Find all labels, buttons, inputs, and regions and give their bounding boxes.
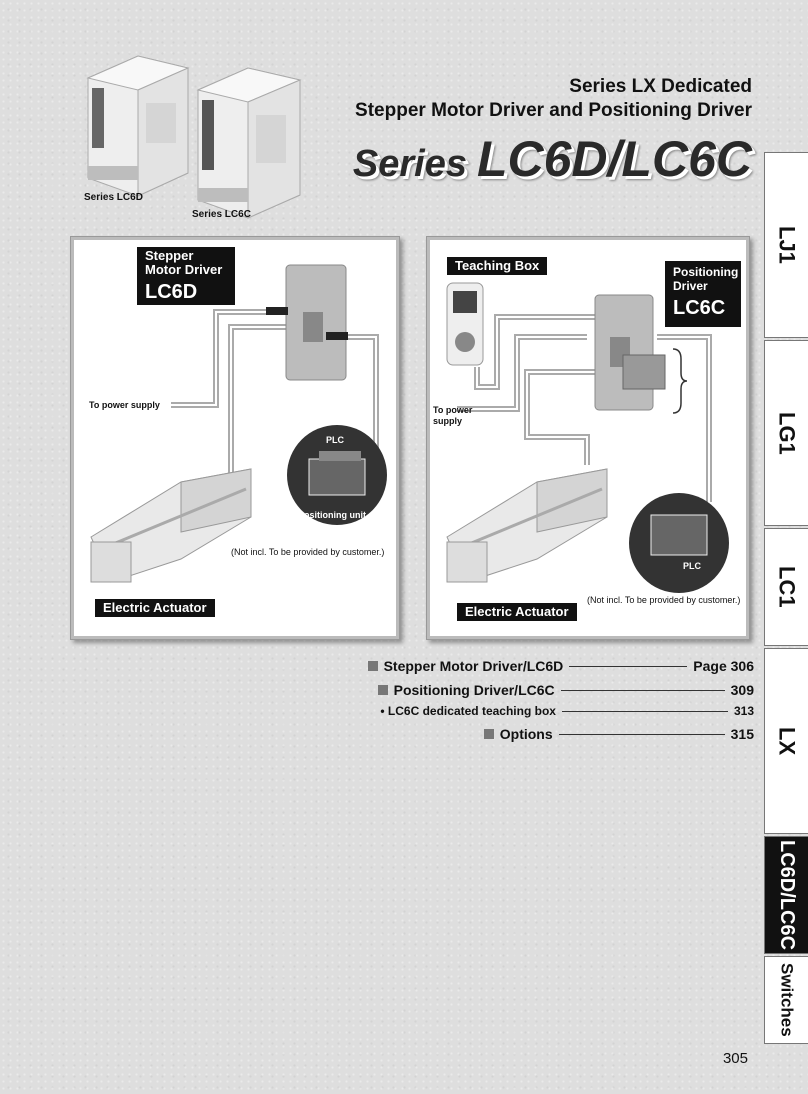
lc6c-note: (Not incl. To be provided by customer.) (587, 595, 741, 605)
lc6c-wiring-diagram (446, 282, 729, 593)
lc6d-wiring-diagram (90, 264, 387, 583)
lc6d-title: Stepper Motor Driver (137, 247, 235, 279)
lc6c-model: LC6C (665, 293, 741, 327)
header-line1: Series LX Dedicated (569, 76, 752, 97)
toc-label: Options (499, 726, 553, 742)
toc-label: • LC6C dedicated teaching box (380, 704, 556, 718)
square-bullet-icon (483, 729, 494, 739)
lc6d-model: LC6D (137, 279, 235, 305)
lc6c-system-panel: Teaching Box Positioning Driver LC6C To … (426, 236, 750, 640)
toc-row-lc6c[interactable]: Positioning Driver/LC6C 309 (377, 682, 754, 698)
lc6c-power-label: To power supply (433, 405, 473, 426)
lc6d-unit-image (86, 55, 190, 197)
series-word: Series (352, 143, 467, 185)
lc6d-label-box: Stepper Motor Driver LC6D (137, 247, 235, 305)
lc6d-actuator-label: Electric Actuator (95, 599, 215, 617)
toc-label: Stepper Motor Driver/LC6D (383, 658, 564, 674)
leader-line (558, 733, 725, 735)
toc-page: 313 (733, 704, 754, 718)
square-bullet-icon (377, 685, 388, 695)
leader-line (561, 710, 728, 712)
toc-row-options[interactable]: Options 315 (483, 726, 754, 742)
lc6c-plc-label: PLC (683, 561, 701, 571)
series-name: LC6D/LC6C (476, 131, 752, 187)
square-bullet-icon (367, 661, 378, 671)
lc6c-unit-image (196, 67, 302, 219)
lc6d-caption: Series LC6D (84, 192, 143, 203)
leader-line (569, 665, 688, 667)
lc6d-plc-label: PLC (326, 435, 344, 445)
lc6c-actuator-label: Electric Actuator (457, 603, 577, 621)
toc-page: 309 (730, 682, 754, 698)
header-line2: Stepper Motor Driver and Positioning Dri… (355, 100, 752, 121)
lc6c-caption: Series LC6C (192, 209, 251, 220)
lc6d-system-panel: Stepper Motor Driver LC6D To power suppl… (70, 236, 400, 640)
tab-label: LC6D/LC6C (776, 839, 798, 950)
tab-label: LX (774, 726, 800, 756)
tab-label: LJ1 (774, 226, 800, 264)
tab-lc1[interactable]: LC1 (764, 528, 808, 646)
lc6d-positioning-unit-label: Positioning unit (298, 510, 366, 520)
lc6d-note: (Not incl. To be provided by customer.) (231, 547, 385, 557)
page-number: 305 (722, 1050, 748, 1067)
lc6c-title: Positioning Driver (665, 261, 741, 293)
leader-line (560, 689, 725, 691)
toc-row-teaching-box[interactable]: • LC6C dedicated teaching box 313 (380, 704, 754, 718)
lc6c-label-box: Positioning Driver LC6C (665, 261, 741, 327)
tab-label: Switches (777, 963, 797, 1037)
tab-label: LG1 (774, 411, 800, 455)
tab-lc6d-lc6c[interactable]: LC6D/LC6C (764, 836, 808, 954)
lc6d-power-label: To power supply (89, 400, 160, 410)
teaching-box-label: Teaching Box (447, 257, 548, 275)
product-photos (86, 55, 302, 219)
tab-lx[interactable]: LX (764, 648, 808, 834)
toc-label: Positioning Driver/LC6C (393, 682, 555, 698)
tab-label: LC1 (774, 566, 800, 608)
toc-row-lc6d[interactable]: Stepper Motor Driver/LC6D Page 306 (367, 658, 754, 674)
tab-switches[interactable]: Switches (764, 956, 808, 1044)
toc-page: Page 306 (693, 658, 754, 674)
tab-lj1[interactable]: LJ1 (764, 152, 808, 338)
tab-lg1[interactable]: LG1 (764, 340, 808, 526)
toc-page: 315 (730, 726, 754, 742)
